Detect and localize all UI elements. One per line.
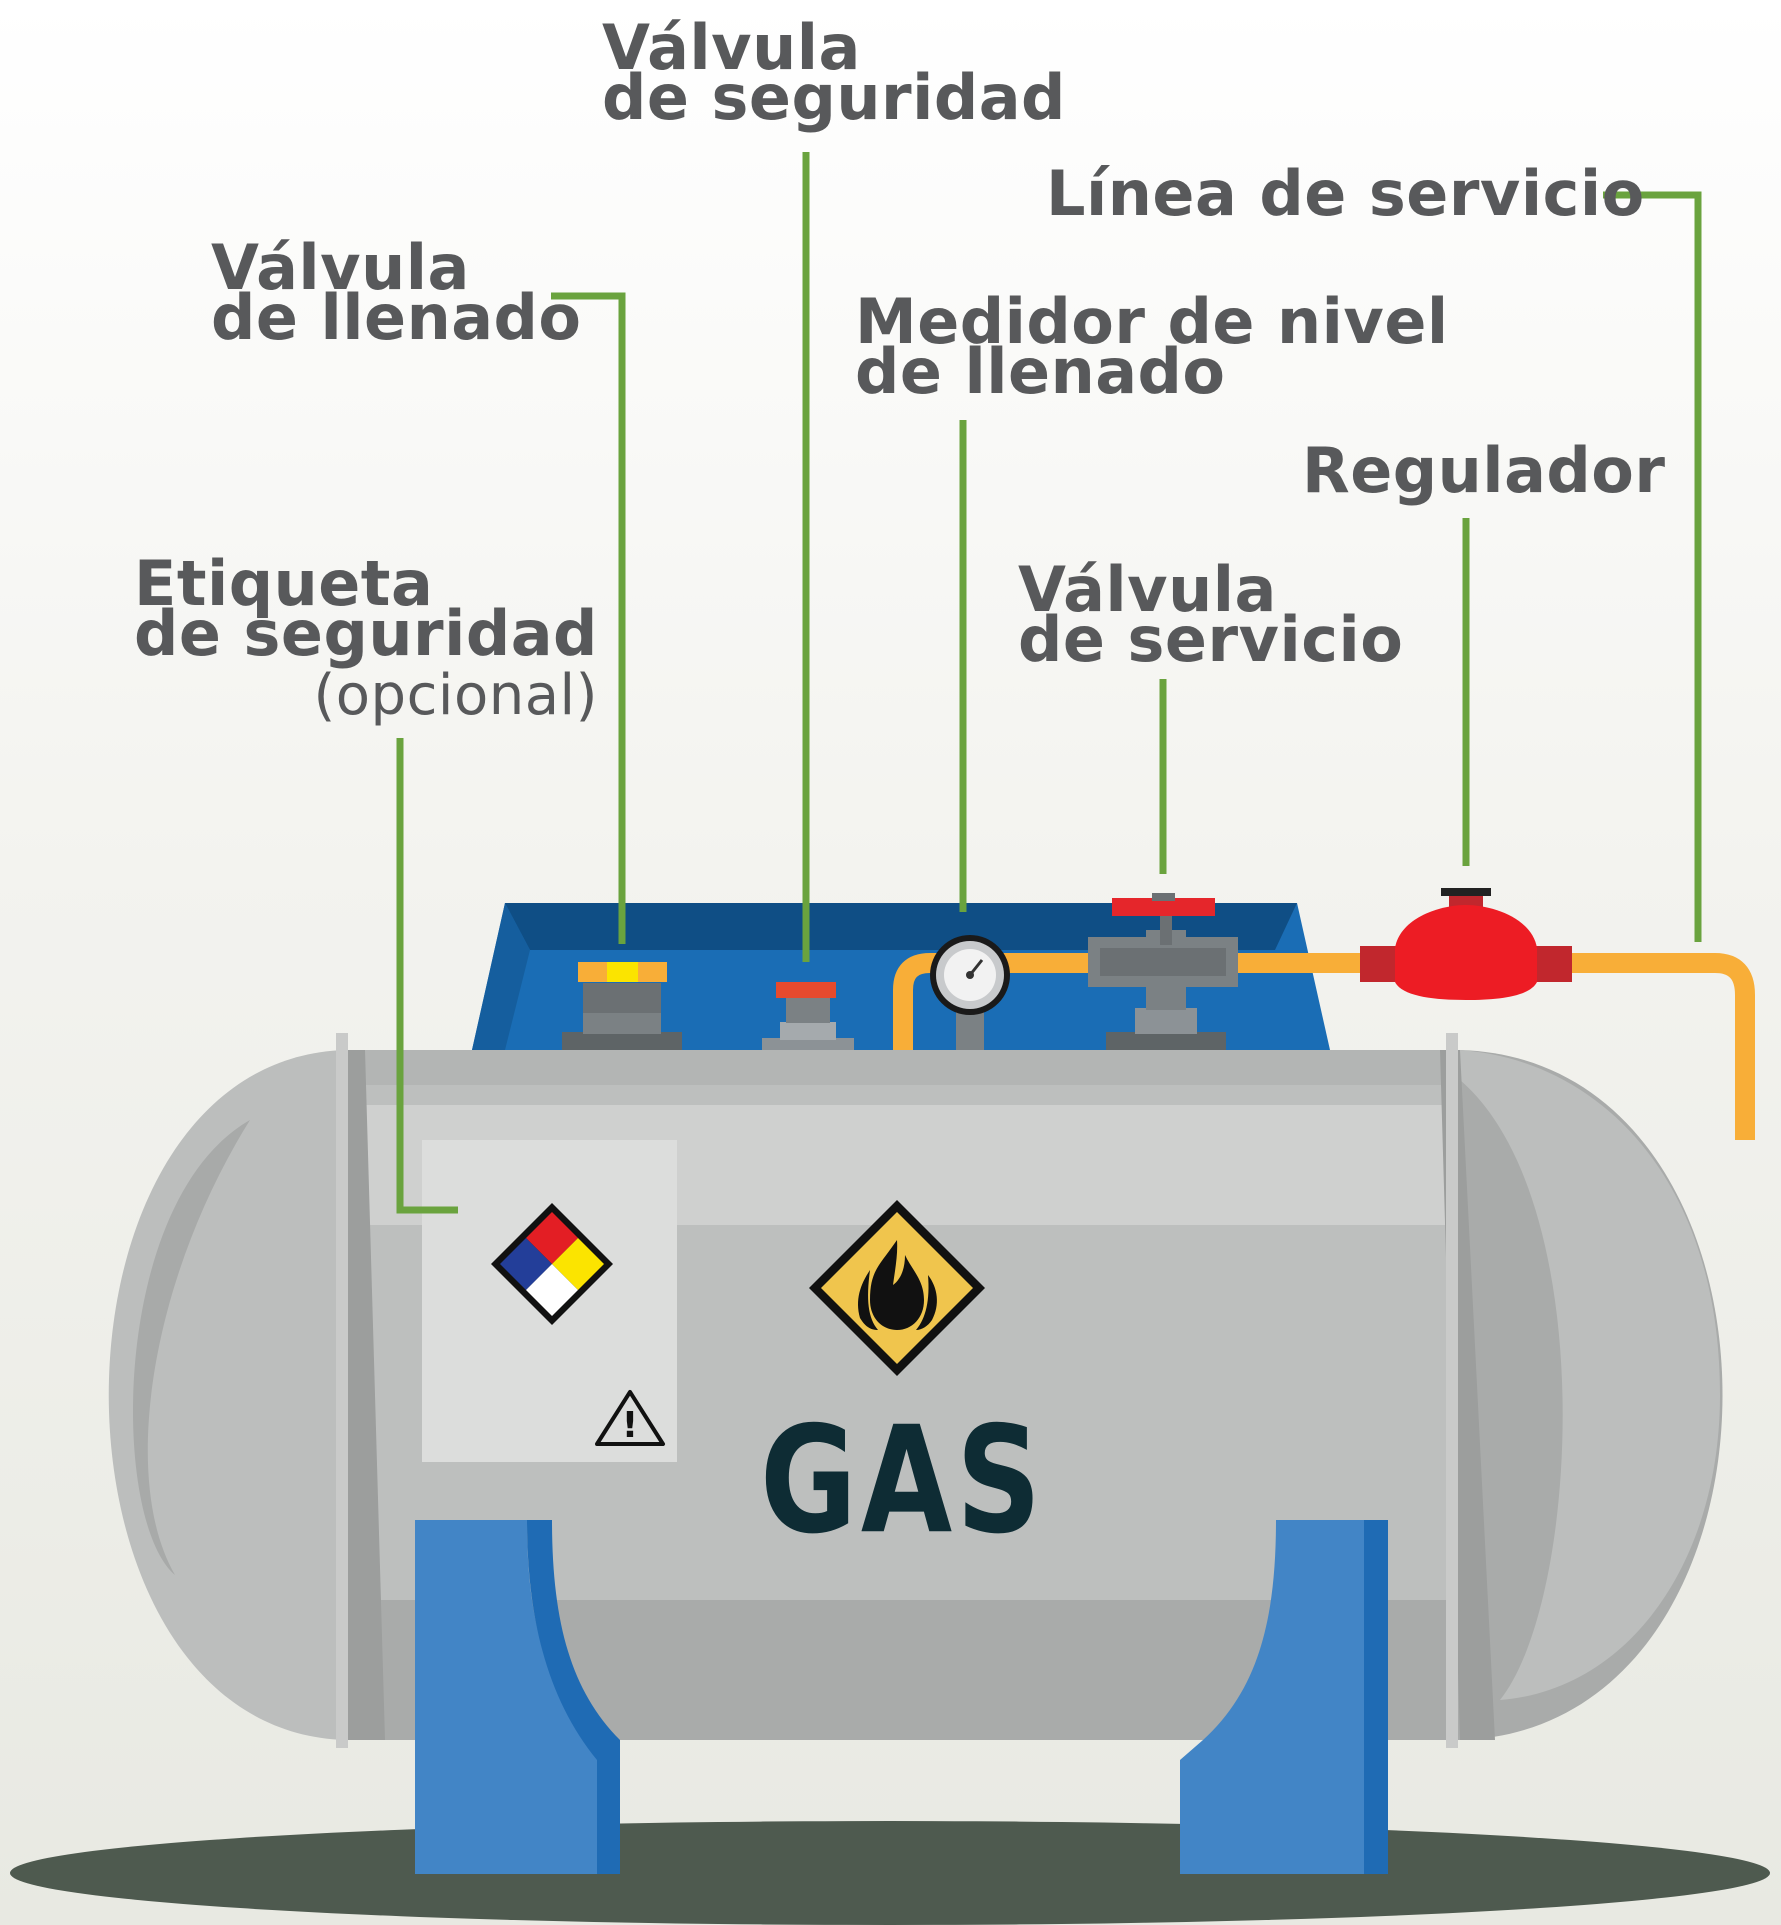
leader-line-service-line	[1603, 191, 1702, 942]
leader-line-safety-label	[396, 738, 458, 1214]
label-line: Válvula	[1018, 553, 1277, 626]
regulator	[1360, 888, 1572, 1000]
flammable-fire-icon	[809, 1200, 985, 1376]
nfpa-diamond-icon	[491, 1203, 613, 1325]
label-line: de seguridad	[602, 61, 1066, 134]
label-valvula-seguridad: Válvula de seguridad	[602, 11, 1066, 134]
label-medidor-nivel: Medidor de nivel de llenado	[855, 285, 1449, 408]
label-valvula-servicio: Válvula de servicio	[1018, 553, 1404, 676]
label-regulador: Regulador	[1302, 434, 1666, 507]
label-line: Regulador	[1302, 434, 1666, 507]
fill-valve	[562, 962, 682, 1050]
label-line: Medidor de nivel	[855, 285, 1449, 358]
label-line: Válvula	[211, 231, 470, 304]
label-line: Válvula	[602, 11, 861, 84]
pressure-gauge-icon	[930, 935, 1010, 1050]
label-valvula-llenado: Válvula de llenado	[211, 231, 582, 354]
label-line: de llenado	[855, 335, 1226, 408]
leader-line-fill-valve	[551, 292, 626, 944]
tank-body	[108, 1033, 1723, 1748]
warning-symbol: !	[622, 1405, 638, 1446]
label-line: de seguridad	[134, 597, 598, 670]
leader-lines	[396, 152, 1702, 1214]
service-valve	[1088, 915, 1238, 1050]
handwheel-icon	[1112, 893, 1215, 916]
safety-valve	[762, 982, 854, 1050]
label-linea-servicio: Línea de servicio	[1046, 157, 1645, 230]
label-line: de llenado	[211, 281, 582, 354]
label-line: de servicio	[1018, 603, 1404, 676]
tank-legs	[415, 1520, 1388, 1874]
label-line-optional: (opcional)	[313, 663, 598, 728]
label-line: Línea de servicio	[1046, 157, 1645, 230]
service-line-pipe	[893, 953, 1755, 1140]
label-line: Etiqueta	[134, 547, 434, 620]
warning-triangle-icon: !	[595, 1390, 665, 1446]
ground-shadow	[10, 1821, 1770, 1925]
tank-gas-text: GAS	[760, 1393, 1046, 1567]
label-etiqueta-seguridad: Etiqueta de seguridad (opcional)	[134, 547, 598, 733]
